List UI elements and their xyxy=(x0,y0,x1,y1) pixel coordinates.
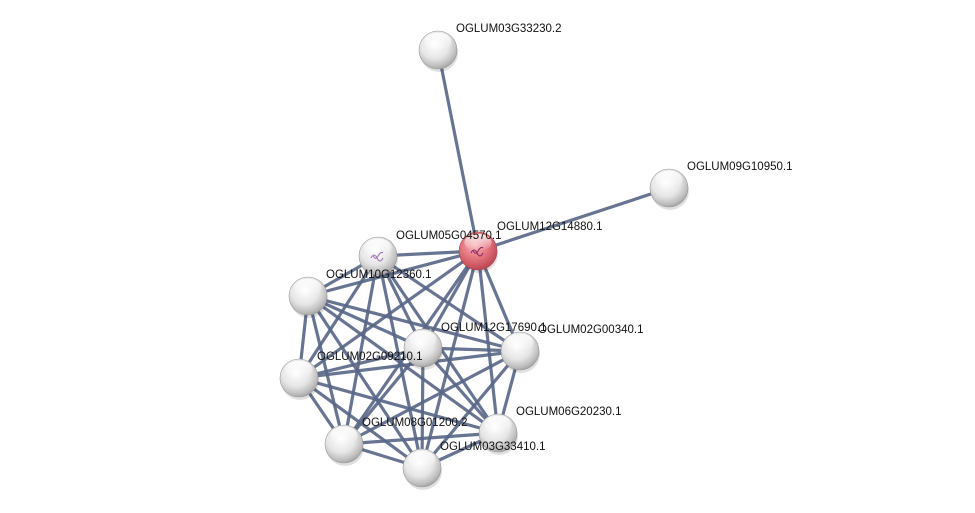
node-n-x3410[interactable] xyxy=(403,449,442,490)
node-label: OGLUM06G20230.1 xyxy=(516,406,621,418)
node-label: OGLUM10G12360.1 xyxy=(326,269,431,281)
node-highlight xyxy=(506,334,533,351)
node-label: OGLUM03G33230.2 xyxy=(456,23,561,35)
node-n-03g33230[interactable] xyxy=(419,31,458,72)
node-n-02g09210[interactable] xyxy=(280,359,319,400)
node-highlight xyxy=(330,427,357,444)
node-label: OGLUM08G01200.2 xyxy=(362,417,467,429)
node-n-08g01200[interactable] xyxy=(325,425,364,466)
edge-n-12g14880-n-09g10950 xyxy=(478,188,669,251)
node-highlight xyxy=(424,33,451,50)
node-label: OGLUM02G00340.1 xyxy=(538,324,643,336)
node-n-10g12360[interactable] xyxy=(289,277,328,318)
node-highlight xyxy=(655,171,682,188)
node-highlight xyxy=(294,279,321,296)
edge-n-12g14880-n-03g33230 xyxy=(438,50,478,251)
node-label: OGLUM03G33410.1 xyxy=(440,441,545,453)
node-label: OGLUM12G14880.1 xyxy=(497,221,602,233)
node-label: OGLUM09G10950.1 xyxy=(687,161,792,173)
node-highlight xyxy=(408,451,435,468)
node-label: OGLUM12G17690.1 xyxy=(441,322,546,334)
node-n-09g10950[interactable] xyxy=(650,169,689,210)
node-highlight xyxy=(285,361,312,378)
node-label: OGLUM05G04570.1 xyxy=(396,230,501,242)
node-highlight xyxy=(409,331,436,348)
node-highlight xyxy=(484,416,511,433)
node-label: OGLUM02G09210.1 xyxy=(317,351,422,363)
nodes-layer xyxy=(280,31,689,490)
node-highlight xyxy=(364,239,391,256)
